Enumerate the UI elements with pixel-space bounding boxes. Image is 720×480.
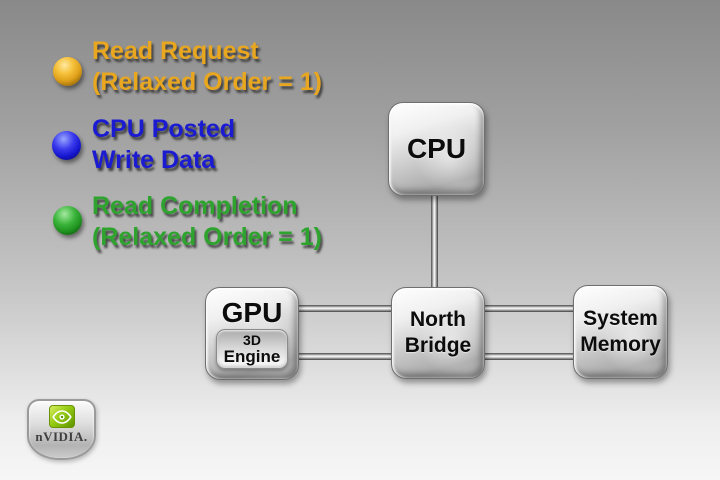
north-bridge-block-label: North Bridge bbox=[405, 307, 472, 359]
gpu-3d-engine-line2: Engine bbox=[223, 346, 281, 366]
cpu-posted-write-bullet-icon bbox=[52, 131, 81, 160]
gpu-3d-engine-line1: 3D bbox=[243, 331, 261, 348]
gpu-northbridge-bus-connector-lower bbox=[296, 353, 393, 360]
read-request-line2: (Relaxed Order = 1) bbox=[92, 68, 322, 96]
system-memory-line2: Memory bbox=[580, 333, 661, 356]
north-bridge-line1: North bbox=[409, 308, 466, 331]
cpu-posted-write-line2: Write Data bbox=[92, 146, 216, 174]
read-completion-line2: (Relaxed Order = 1) bbox=[92, 223, 322, 251]
gpu-northbridge-bus-connector-upper bbox=[296, 305, 393, 312]
gpu-block: GPU 3D Engine bbox=[205, 287, 299, 380]
read-request-label: Read Request (Relaxed Order = 1) bbox=[92, 36, 322, 98]
system-memory-block: System Memory bbox=[573, 285, 668, 379]
cpu-posted-write-line1: CPU Posted bbox=[92, 115, 236, 143]
north-bridge-line2: Bridge bbox=[404, 334, 472, 357]
nvidia-eye-icon bbox=[48, 405, 75, 428]
nvidia-logo-badge: nVIDIA. bbox=[27, 399, 96, 460]
gpu-3d-engine-subblock: 3D Engine bbox=[216, 329, 288, 369]
read-request-line1: Read Request bbox=[92, 37, 259, 65]
cpu-block: CPU bbox=[388, 102, 485, 196]
system-memory-block-label: System Memory bbox=[580, 306, 661, 358]
read-completion-line1: Read Completion bbox=[92, 192, 298, 220]
read-completion-bullet-icon bbox=[53, 206, 82, 235]
read-completion-label: Read Completion (Relaxed Order = 1) bbox=[92, 191, 322, 253]
system-memory-line1: System bbox=[583, 307, 658, 330]
nvidia-eye-glyph bbox=[51, 409, 72, 424]
cpu-northbridge-bus-connector bbox=[431, 194, 438, 289]
cpu-block-label: CPU bbox=[406, 133, 467, 164]
cpu-posted-write-label: CPU Posted Write Data bbox=[92, 114, 235, 176]
nvidia-wordmark: nVIDIA. bbox=[35, 429, 88, 444]
north-bridge-block: North Bridge bbox=[391, 287, 485, 379]
northbridge-memory-bus-connector-lower bbox=[482, 353, 574, 360]
read-request-bullet-icon bbox=[53, 57, 82, 86]
gpu-block-label: GPU bbox=[221, 297, 283, 328]
northbridge-memory-bus-connector-upper bbox=[482, 305, 574, 312]
